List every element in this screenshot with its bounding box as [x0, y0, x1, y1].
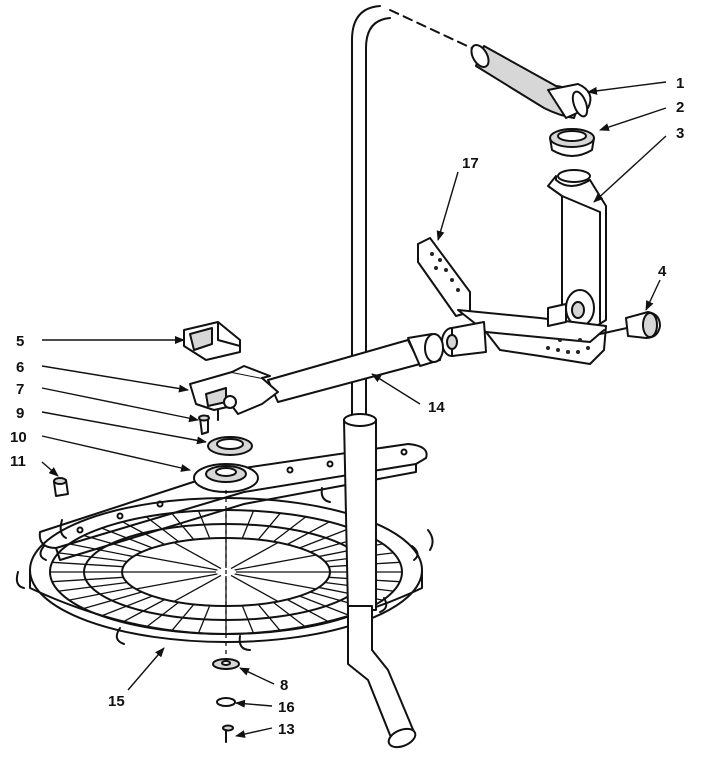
rack-spoke: [230, 574, 279, 603]
callout-9: 9: [16, 405, 24, 422]
part-16-washer: [216, 697, 236, 707]
rack-rib: [197, 510, 211, 539]
rack-rib: [272, 516, 307, 543]
rack-rib: [52, 576, 124, 583]
rack-rib: [122, 521, 166, 546]
rack-rib: [145, 516, 180, 543]
part-11-cap: [53, 477, 69, 497]
part-10-hub: [193, 463, 259, 493]
callout-13: 13: [278, 721, 295, 738]
leader-lines: [41, 81, 667, 738]
callout-4: 4: [658, 263, 667, 280]
part-5-clip: [183, 321, 241, 361]
rack-rib: [122, 598, 166, 623]
rack-rib: [257, 512, 281, 541]
rack-rib: [171, 603, 195, 632]
callout-3: 3: [676, 125, 684, 142]
rack-spoke: [173, 541, 222, 570]
rack-rib: [241, 510, 255, 539]
part-17-bracket: [417, 237, 471, 317]
callout-1: 1: [676, 75, 684, 92]
rack-spoke: [234, 573, 317, 590]
callout-17: 17: [462, 155, 479, 172]
callout-6: 6: [16, 359, 24, 376]
part-1-elbow: [470, 44, 592, 119]
rack-rib: [58, 581, 128, 592]
rack-rib: [69, 543, 134, 558]
callout-16: 16: [278, 699, 295, 716]
rack-rib: [272, 601, 307, 628]
rack-spoke: [135, 573, 218, 590]
rack-rib: [83, 591, 143, 610]
rack-rib: [241, 605, 255, 634]
rack-rib: [145, 601, 180, 628]
callout-11: 11: [10, 453, 26, 470]
rack-rib: [257, 603, 281, 632]
rack-rib: [286, 521, 330, 546]
callout-5: 5: [16, 333, 24, 350]
rack-rib: [101, 527, 153, 549]
callout-2: 2: [676, 99, 684, 116]
drain-tube: [343, 413, 417, 749]
part-2-grommet: [549, 128, 595, 157]
rack-spoke: [135, 554, 218, 571]
part-14-feed-tube: [267, 333, 444, 403]
rack-rib: [52, 561, 124, 568]
part-4-cap: [599, 311, 661, 339]
callout-7: 7: [16, 381, 24, 398]
callout-labels: 1 2 3 4 5 6 7 8 9 10 11 13 14 15 16 17: [10, 75, 684, 738]
callout-14: 14: [428, 399, 445, 416]
rack-rib: [58, 552, 128, 563]
callout-10: 10: [10, 429, 27, 446]
rack-rib: [171, 512, 195, 541]
part-8-washer: [212, 658, 240, 670]
rack-spoke: [234, 554, 317, 571]
callout-15: 15: [108, 693, 125, 710]
rack-rib: [69, 586, 134, 601]
rack-rib: [83, 534, 143, 553]
coupler: [441, 321, 487, 357]
rack-rib: [299, 527, 351, 549]
callout-8: 8: [280, 677, 288, 694]
rack-rib: [197, 605, 211, 634]
rack-rib: [299, 595, 351, 617]
mounting-rail: [457, 303, 607, 365]
part-7-screw: [198, 414, 210, 435]
rack-spoke: [173, 574, 222, 603]
spray-arm: [38, 443, 428, 561]
rack-rib: [101, 595, 153, 617]
rack-spoke: [230, 541, 279, 570]
part-6-valve-block: [189, 365, 279, 421]
part-13-screw: [222, 724, 234, 743]
rack-rib: [286, 598, 330, 623]
part-9-seal: [207, 436, 253, 456]
